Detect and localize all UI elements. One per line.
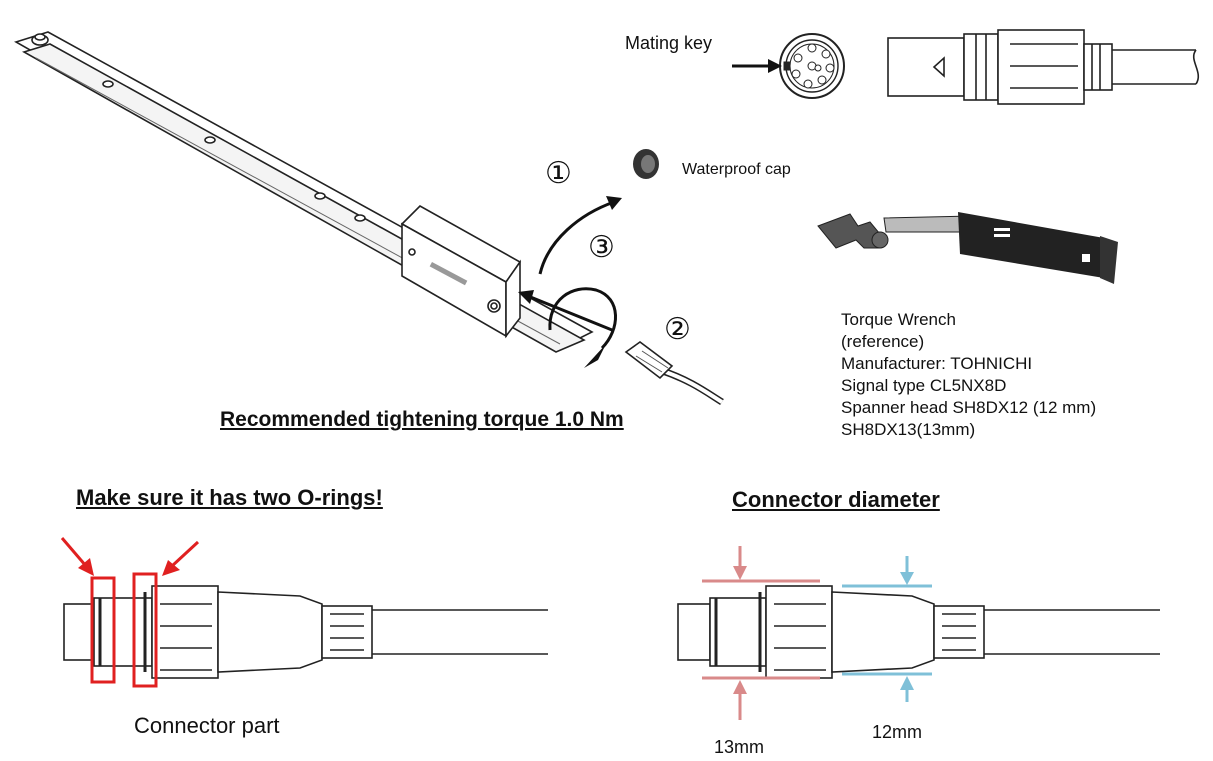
wrench-spec-line: Torque Wrench	[841, 310, 956, 329]
step2-arrow	[527, 294, 613, 332]
waterproof-cap-label: Waterproof cap	[682, 161, 791, 178]
mating-key-arrowhead	[768, 59, 782, 73]
step1-arrowhead	[606, 196, 622, 210]
wrench-spec-line: SH8DX13(13mm)	[841, 420, 976, 439]
diameter-heading: Connector diameter	[732, 487, 940, 512]
wrench-spec-line: Signal type CL5NX8D	[841, 376, 1007, 395]
dimension-13mm	[702, 546, 820, 720]
torque-heading: Recommended tightening torque 1.0 Nm	[220, 408, 624, 431]
diameter-connector	[677, 585, 1160, 679]
reader-head	[400, 205, 522, 339]
oring-connector	[63, 585, 548, 679]
step3-marker: ③	[588, 230, 615, 265]
connector-part-label: Connector part	[134, 713, 280, 738]
wrench-spec-block: Torque Wrench (reference) Manufacturer: …	[841, 309, 1096, 441]
oring-arrowhead-2	[162, 560, 180, 576]
step3-arrowhead	[584, 344, 612, 368]
oring-heading: Make sure it has two O-rings!	[76, 485, 383, 510]
oring-highlight-box-1	[90, 576, 116, 684]
dimension-12mm	[842, 556, 932, 702]
connector-face	[779, 33, 845, 99]
step1-arrow	[538, 200, 615, 275]
dim-12mm-label: 12mm	[872, 722, 923, 742]
dim-13mm-label: 13mm	[714, 737, 765, 757]
oring-highlight-box-2	[132, 572, 158, 688]
cable-plug	[624, 341, 724, 405]
mating-key-label: Mating key	[625, 33, 713, 53]
oring-arrowhead-1	[78, 558, 94, 576]
wrench-spec-line: (reference)	[841, 332, 925, 351]
wrench-spec-line: Manufacturer: TOHNICHI	[841, 354, 1033, 373]
oring-arrow-1	[60, 537, 88, 567]
connector-side-view	[887, 29, 1200, 105]
waterproof-cap	[633, 149, 659, 179]
step3-rotation-arrow	[548, 287, 617, 350]
torque-wrench	[817, 212, 1118, 284]
step2-arrowhead	[518, 290, 534, 304]
oring-arrow-2	[170, 540, 200, 568]
step1-marker: ①	[545, 156, 572, 191]
wrench-spec-line: Spanner head SH8DX12 (12 mm)	[841, 398, 1097, 417]
step2-marker: ②	[664, 312, 691, 347]
